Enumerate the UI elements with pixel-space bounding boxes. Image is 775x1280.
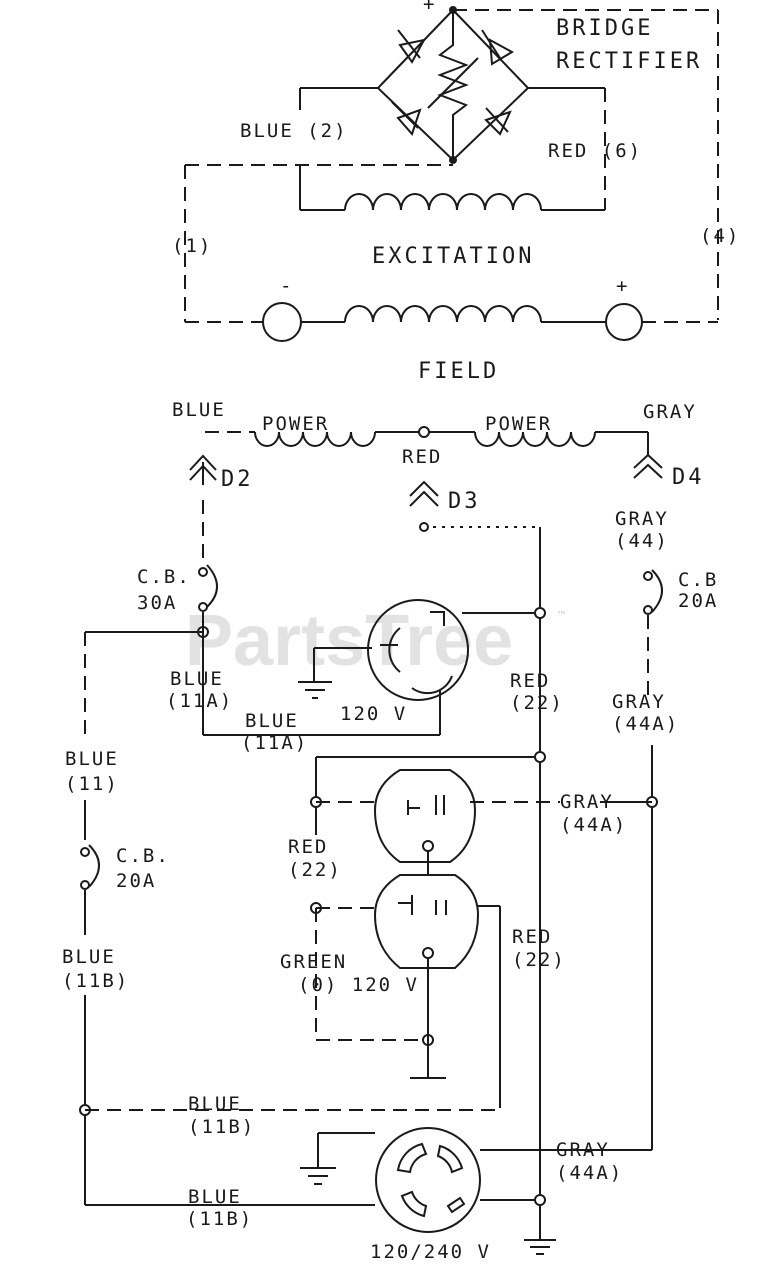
wire-1-label: (1): [172, 235, 212, 257]
power-red-label: RED: [402, 446, 442, 468]
cb-30a-rating: 30A: [137, 592, 177, 614]
power-winding-1: [205, 431, 475, 447]
blue-11-num: (11): [65, 773, 119, 795]
watermark: PartsTree: [185, 601, 513, 681]
cb-20a-right-label: C.B: [678, 569, 718, 591]
blue-11a-b-label: BLUE: [245, 710, 299, 732]
red-22-c-num: (22): [512, 949, 566, 971]
gray-44a-a-num: (44A): [612, 713, 679, 735]
blue-11b-num: (11B): [62, 970, 129, 992]
v120-240-label: 120/240 V: [370, 1241, 491, 1263]
wire-red-6-label: RED (6): [548, 140, 642, 162]
cb-20a-left: [88, 844, 100, 888]
gray-44a-a-label: GRAY: [612, 691, 666, 713]
cb-20a-right: [651, 569, 663, 613]
field-coil: [185, 302, 718, 342]
receptacle-120-240v-twistlock: [375, 1127, 481, 1233]
blue-11b-mid-num: (11B): [188, 1116, 255, 1138]
power-winding-2: [474, 431, 648, 447]
gray-44a-b-num: (44A): [560, 814, 627, 836]
blue-11b-mid-label: BLUE: [188, 1093, 242, 1115]
power-winding-1-label: POWER: [262, 413, 329, 435]
bridge-title: BRIDGE: [556, 16, 653, 41]
gray-44-label: GRAY: [615, 508, 669, 530]
cb-20a-left-rating: 20A: [116, 870, 156, 892]
blue-11a-b-num: (11A): [241, 732, 308, 754]
field-minus-label: -: [280, 275, 293, 297]
power-winding-2-label: POWER: [485, 413, 552, 435]
cb-30a: [206, 564, 218, 608]
d4-label: D4: [672, 465, 705, 490]
d2-label: D2: [221, 467, 254, 492]
red-22-a-num: (22): [510, 692, 564, 714]
cb-20a-right-rating: 20A: [678, 590, 718, 612]
field-label: FIELD: [418, 359, 499, 384]
cb-30a-label: C.B.: [137, 566, 191, 588]
power-center-node: [418, 426, 430, 438]
red-22-c-label: RED: [512, 926, 552, 948]
blue-11-label: BLUE: [65, 748, 119, 770]
gray-44a-b-label: GRAY: [560, 791, 614, 813]
receptacle-duplex: [373, 769, 480, 969]
d3-connector: [409, 480, 439, 497]
blue-11a-num: (11A): [166, 690, 233, 712]
d2-connector: [189, 454, 217, 471]
red-22-a-label: RED: [510, 670, 550, 692]
d3-label: D3: [448, 489, 481, 514]
watermark-trademark: ™: [558, 609, 567, 623]
field-plus-label: +: [616, 275, 629, 297]
blue-11a-label: BLUE: [170, 668, 224, 690]
blue-11b-bot-label: BLUE: [188, 1186, 242, 1208]
cb-20a-left-label: C.B.: [116, 845, 170, 867]
power-gray-label: GRAY: [643, 401, 697, 423]
red-22-b-num: (22): [288, 859, 342, 881]
gray-44a-c-label: GRAY: [556, 1139, 610, 1161]
bridge-rectifier: [376, 6, 530, 164]
blue-11b-label: BLUE: [62, 946, 116, 968]
bridge-plus-label: +: [423, 0, 436, 15]
green-0-num: (0) 120 V: [298, 974, 419, 996]
power-blue-label: BLUE: [172, 399, 226, 421]
bridge-title-2: RECTIFIER: [556, 49, 702, 74]
excitation-coil: [300, 193, 605, 211]
gray-44a-c-num: (44A): [556, 1162, 623, 1184]
red-22-b-label: RED: [288, 836, 328, 858]
receptacle-120v-twistlock: [367, 599, 540, 701]
gray-44-num: (44): [615, 530, 669, 552]
d4-connector: [633, 453, 663, 469]
excitation-label: EXCITATION: [372, 244, 534, 269]
wire-4-label: (4): [700, 225, 740, 247]
green-0-label: GREEN: [280, 951, 347, 973]
wire-blue-2-label: BLUE (2): [240, 120, 348, 142]
v120-top-label: 120 V: [340, 703, 407, 725]
blue-11b-bot-num: (11B): [186, 1208, 253, 1230]
